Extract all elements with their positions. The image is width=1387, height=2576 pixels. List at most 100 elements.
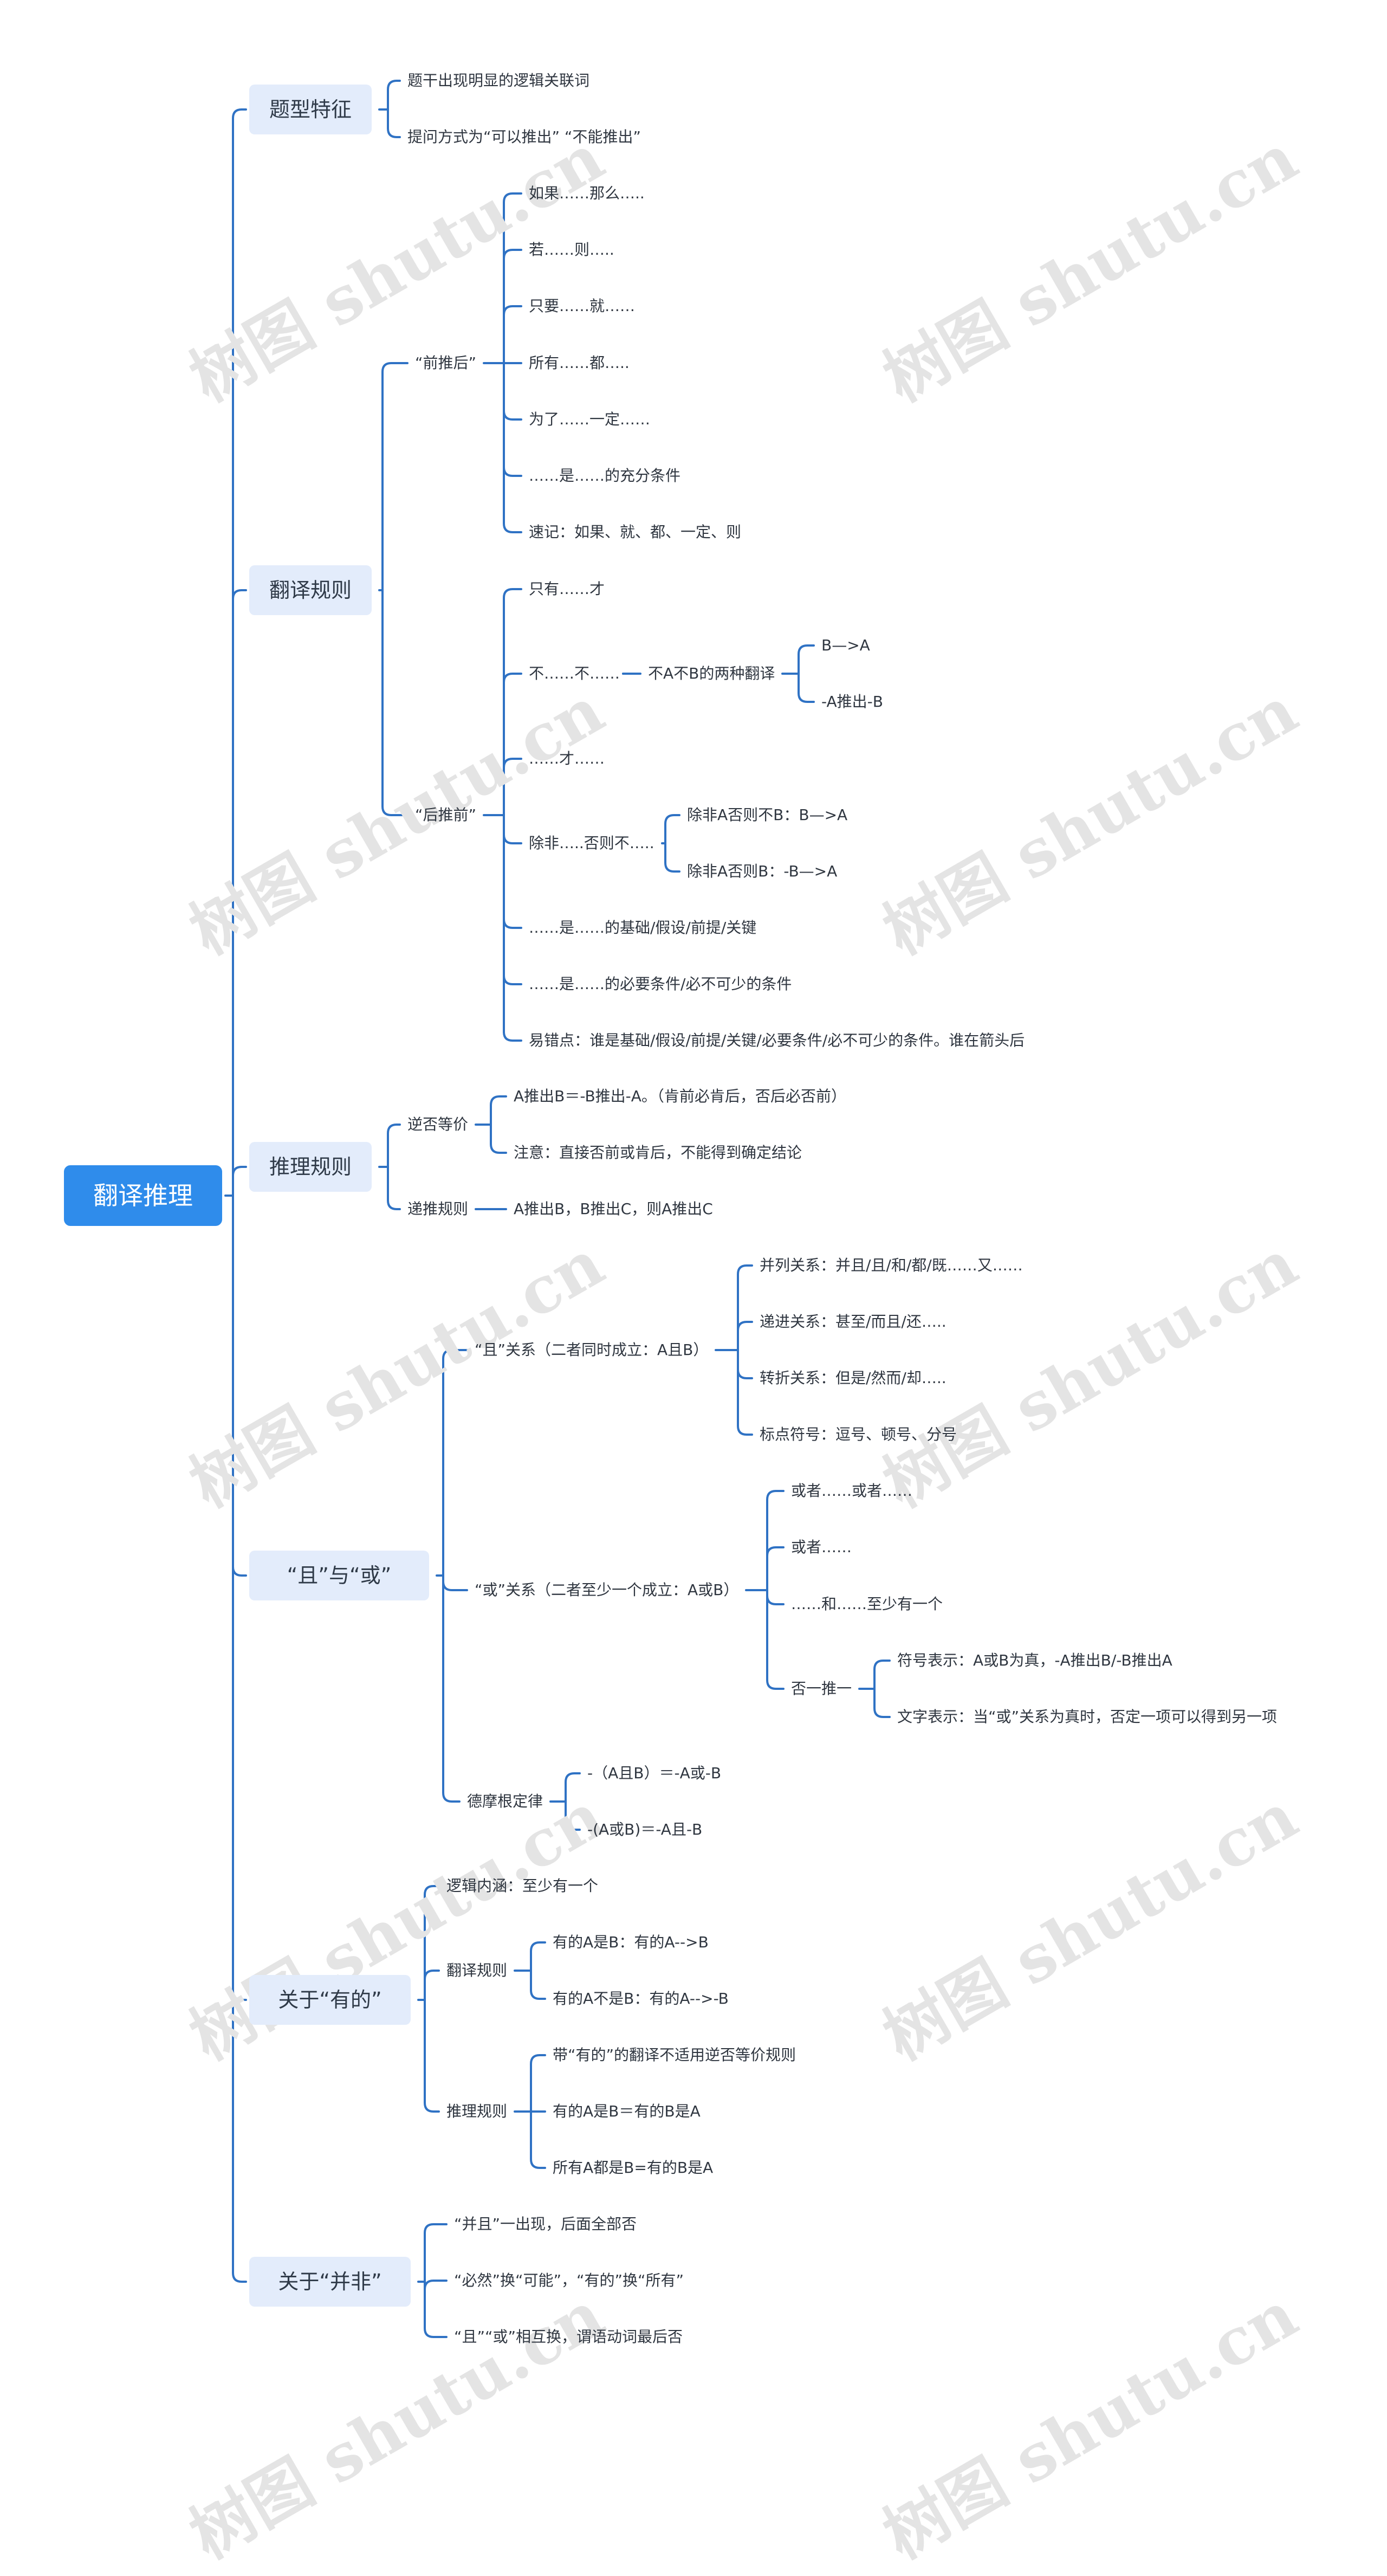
leaf-item[interactable]: 符号表示：A或B为真，-A推出B/-B推出A	[897, 1651, 1172, 1669]
connector-line	[442, 1349, 468, 1577]
node-inference-rules[interactable]: 推理规则	[446, 2102, 508, 2120]
connector-line	[424, 2281, 448, 2338]
leaf-item[interactable]: -(A或B)＝-A且-B	[587, 1820, 703, 1838]
connector-line	[530, 1970, 546, 2000]
connector-line	[424, 1885, 440, 2001]
node-front-to-back[interactable]: “前推后”	[415, 354, 477, 372]
connector-line	[664, 842, 680, 873]
leaf-item[interactable]: 并列关系：并且/且/和/都/既……又……	[760, 1256, 1023, 1274]
connector-line	[424, 1970, 440, 2001]
connector-line	[873, 1688, 891, 1718]
leaf-item[interactable]: ……和……至少有一个	[791, 1595, 943, 1613]
leaf-item[interactable]: 带“有的”的翻译不适用逆否等价规则	[553, 2046, 796, 2064]
leaf-item[interactable]: “必然”换“可能”，“有的”换“所有”	[454, 2271, 684, 2289]
branch-about-some[interactable]: 关于“有的”	[249, 1975, 411, 2025]
connector-line	[387, 1124, 401, 1168]
leaf-item[interactable]: -A推出-B	[821, 693, 883, 711]
node-two-translations[interactable]: 不A不B的两种翻译	[648, 664, 775, 682]
connector-line	[766, 1546, 785, 1591]
node-or-relation[interactable]: “或”关系（二者至少一个成立：A或B）	[475, 1581, 739, 1599]
leaf-item[interactable]: 易错点：谁是基础/假设/前提/关键/必要条件/必不可少的条件。谁在箭头后	[529, 1031, 1025, 1049]
leaf-item[interactable]: 有的A是B：有的A-->B	[553, 1933, 709, 1951]
leaf-item[interactable]: 速记：如果、就、都、一定、则	[529, 523, 742, 541]
leaf-item[interactable]: 有的A不是B：有的A-->-B	[553, 1990, 729, 2007]
leaf-item[interactable]: 除非…..否则不…..	[529, 834, 654, 852]
connector-line	[387, 1166, 401, 1210]
leaf-item[interactable]: 只有……才	[529, 580, 605, 598]
node-translation-rules[interactable]: 翻译规则	[446, 1961, 508, 1979]
leaf-item[interactable]: 提问方式为“可以推出” “不能推出”	[407, 128, 641, 146]
connector-line	[490, 1095, 507, 1126]
leaf-item[interactable]: 如果……那么…..	[529, 184, 645, 202]
node-deny-one-infer-one[interactable]: 否一推一	[791, 1680, 852, 1697]
connector-line	[424, 2223, 448, 2283]
leaf-item[interactable]: ……才……	[529, 750, 605, 767]
leaf-item[interactable]: 除非A否则不B：B—>A	[687, 806, 848, 824]
connector-line	[798, 644, 815, 675]
connector-line	[381, 589, 409, 816]
branch-question-features[interactable]: 题型特征	[249, 85, 372, 134]
leaf-item[interactable]: 若……则…..	[529, 241, 614, 259]
root-topic[interactable]: 翻译推理	[64, 1165, 222, 1226]
node-de-morgan[interactable]: 德摩根定律	[467, 1792, 543, 1810]
connector-line	[766, 1589, 785, 1605]
leaf-item[interactable]: 或者……或者……	[791, 1482, 913, 1500]
leaf-item[interactable]: ……是……的充分条件	[529, 467, 681, 485]
leaf-item[interactable]: 递进关系：甚至/而且/还…..	[760, 1313, 947, 1331]
leaf-item[interactable]: -（A且B）＝-A或-B	[587, 1764, 722, 1782]
connector-line	[565, 1772, 581, 1803]
connector-line	[873, 1660, 891, 1690]
leaf-item[interactable]: A推出B，B推出C，则A推出C	[514, 1200, 713, 1218]
node-and-relation[interactable]: “且”关系（二者同时成立：A且B）	[475, 1341, 709, 1359]
connector-line	[737, 1321, 753, 1351]
leaf-item[interactable]: 文字表示：当“或”关系为真时，否定一项可以得到另一项	[897, 1708, 1278, 1726]
connector-lines	[224, 80, 891, 2338]
leaf-item[interactable]: 有的A是B＝有的B是A	[553, 2102, 701, 2120]
connector-line	[737, 1264, 753, 1351]
connector-line	[503, 814, 522, 1042]
leaf-item[interactable]: 为了……一定……	[529, 410, 651, 428]
leaf-item[interactable]: ……是……的基础/假设/前提/关键	[529, 919, 757, 937]
connector-line	[503, 814, 522, 844]
connector-line	[737, 1349, 753, 1379]
leaf-item[interactable]: A推出B＝-B推出-A。（肯前必肯后，否后必否前）	[514, 1087, 846, 1105]
connector-line	[737, 1349, 753, 1436]
node-contrapositive[interactable]: 逆否等价	[407, 1115, 469, 1133]
connector-line	[232, 1195, 247, 2283]
leaf-item[interactable]: 只要……就……	[529, 297, 636, 315]
connector-line	[530, 2110, 546, 2169]
connector-line	[387, 80, 401, 111]
leaf-item[interactable]: 除非A否则B：-B—>A	[687, 862, 838, 880]
connector-line	[387, 108, 401, 138]
branch-and-or[interactable]: “且”与“或”	[249, 1551, 429, 1600]
leaf-item[interactable]: 逻辑内涵：至少有一个	[446, 1877, 599, 1895]
leaf-item[interactable]: “且”“或”相互换，谓语动词最后否	[454, 2328, 683, 2346]
connector-line	[503, 758, 522, 816]
leaf-item[interactable]: 题干出现明显的逻辑关联词	[407, 72, 590, 89]
connector-line	[798, 673, 815, 703]
connector-line	[381, 362, 409, 591]
branch-about-negation[interactable]: 关于“并非”	[249, 2257, 411, 2307]
leaf-item[interactable]: 所有A都是B=有的B是A	[553, 2159, 714, 2177]
leaf-item[interactable]: 不……不……	[529, 664, 620, 682]
connector-line	[232, 108, 247, 1197]
leaf-item[interactable]: 标点符号：逗号、顿号、分号	[760, 1425, 957, 1443]
branch-translation-rules[interactable]: 翻译规则	[249, 565, 372, 615]
branch-inference-rules[interactable]: 推理规则	[249, 1142, 372, 1192]
leaf-item[interactable]: 或者……	[791, 1538, 852, 1556]
connector-line	[766, 1490, 785, 1591]
leaf-item[interactable]: 所有……都…..	[529, 354, 630, 372]
connector-line	[503, 192, 522, 364]
leaf-item[interactable]: ……是……的必要条件/必不可少的条件	[529, 975, 792, 993]
connector-line	[503, 362, 522, 421]
connector-line	[530, 1941, 546, 1972]
connector-line	[232, 1195, 247, 1577]
node-chain-rule[interactable]: 递推规则	[407, 1200, 469, 1218]
leaf-item[interactable]: 转折关系：但是/然而/却…..	[760, 1369, 947, 1387]
connector-line	[766, 1589, 785, 1690]
leaf-item[interactable]: “并且”一出现，后面全部否	[454, 2215, 637, 2233]
connector-line	[503, 249, 522, 364]
leaf-item[interactable]: B—>A	[821, 636, 870, 654]
leaf-item[interactable]: 注意：直接否前或肯后，不能得到确定结论	[514, 1144, 802, 1161]
node-back-to-front[interactable]: “后推前”	[415, 806, 477, 824]
